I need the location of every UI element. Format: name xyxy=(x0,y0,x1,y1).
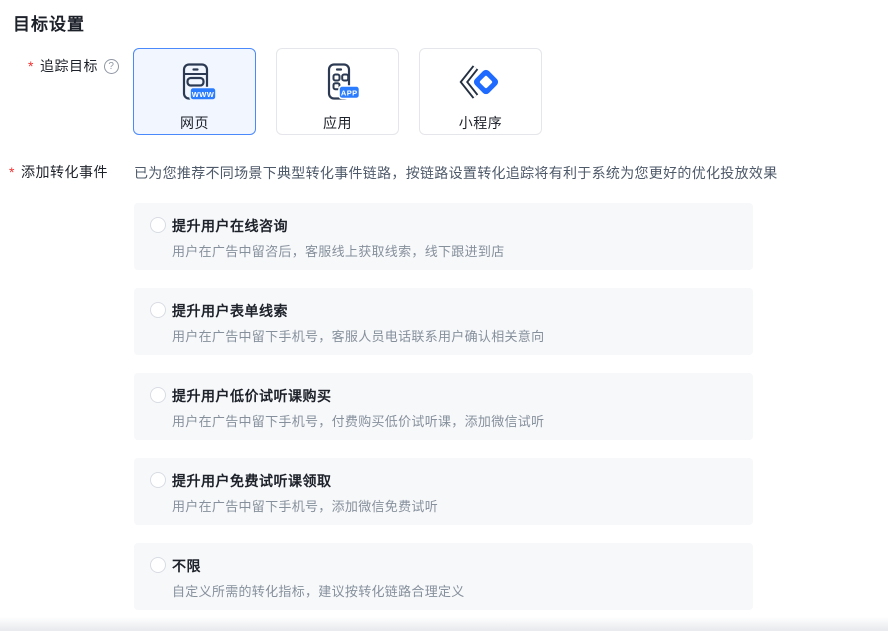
conversion-intro-text: 已为您推荐不同场景下典型转化事件链路，按链路设置转化追踪将有利于系统为您更好的优… xyxy=(134,165,778,181)
target-card-app[interactable]: APP 应用 xyxy=(276,48,399,135)
radio-button[interactable] xyxy=(150,302,166,318)
conversion-option-paid-trial[interactable]: 提升用户低价试听课购买 用户在广告中留下手机号，付费购买低价试听课，添加微信试听 xyxy=(134,373,753,440)
option-description: 用户在广告中留下手机号，付费购买低价试听课，添加微信试听 xyxy=(172,414,545,429)
target-card-web-label: 网页 xyxy=(180,115,209,131)
app-phone-icon: APP xyxy=(316,62,360,104)
tracking-target-label: * 追踪目标 ? xyxy=(28,56,119,76)
conversion-option-online-consult[interactable]: 提升用户在线咨询 用户在广告中留咨后，客服线上获取线索，线下跟进到店 xyxy=(134,203,753,270)
target-card-miniprogram-label: 小程序 xyxy=(458,115,503,131)
tracking-target-cards: WWW 网页 APP 应用 小程 xyxy=(133,48,542,135)
target-card-web[interactable]: WWW 网页 xyxy=(133,48,256,135)
target-card-app-label: 应用 xyxy=(323,115,352,131)
option-title: 提升用户在线咨询 xyxy=(172,218,288,234)
radio-button[interactable] xyxy=(150,557,166,573)
option-description: 自定义所需的转化指标，建议按转化链路合理定义 xyxy=(172,584,465,599)
conversion-option-unlimited[interactable]: 不限 自定义所需的转化指标，建议按转化链路合理定义 xyxy=(134,543,753,610)
required-asterisk: * xyxy=(28,58,34,74)
help-question-icon[interactable]: ? xyxy=(103,58,119,74)
option-title: 不限 xyxy=(172,558,201,574)
option-description: 用户在广告中留下手机号，添加微信免费试听 xyxy=(172,499,439,514)
tracking-target-label-text: 追踪目标 xyxy=(39,58,98,74)
footer-shadow-divider xyxy=(0,617,888,631)
miniprogram-icon xyxy=(459,62,503,104)
conversion-option-form-leads[interactable]: 提升用户表单线索 用户在广告中留下手机号，客服人员电话联系用户确认相关意向 xyxy=(134,288,753,355)
conversion-event-label: * 添加转化事件 xyxy=(9,162,108,182)
option-title: 提升用户表单线索 xyxy=(172,303,288,319)
radio-button[interactable] xyxy=(150,387,166,403)
option-title: 提升用户免费试听课领取 xyxy=(172,473,332,489)
radio-button[interactable] xyxy=(150,472,166,488)
option-description: 用户在广告中留下手机号，客服人员电话联系用户确认相关意向 xyxy=(172,329,545,344)
radio-button[interactable] xyxy=(150,217,166,233)
svg-text:WWW: WWW xyxy=(191,90,214,99)
svg-text:APP: APP xyxy=(340,89,357,98)
option-title: 提升用户低价试听课购买 xyxy=(172,388,332,404)
option-description: 用户在广告中留咨后，客服线上获取线索，线下跟进到店 xyxy=(172,244,505,259)
conversion-option-free-trial[interactable]: 提升用户免费试听课领取 用户在广告中留下手机号，添加微信免费试听 xyxy=(134,458,753,525)
conversion-event-label-text: 添加转化事件 xyxy=(20,164,108,180)
web-browser-icon: WWW xyxy=(173,62,217,104)
required-asterisk: * xyxy=(9,164,15,180)
conversion-option-list: 提升用户在线咨询 用户在广告中留咨后，客服线上获取线索，线下跟进到店 提升用户表… xyxy=(134,203,753,628)
target-card-miniprogram[interactable]: 小程序 xyxy=(419,48,542,135)
page-title: 目标设置 xyxy=(13,15,85,34)
